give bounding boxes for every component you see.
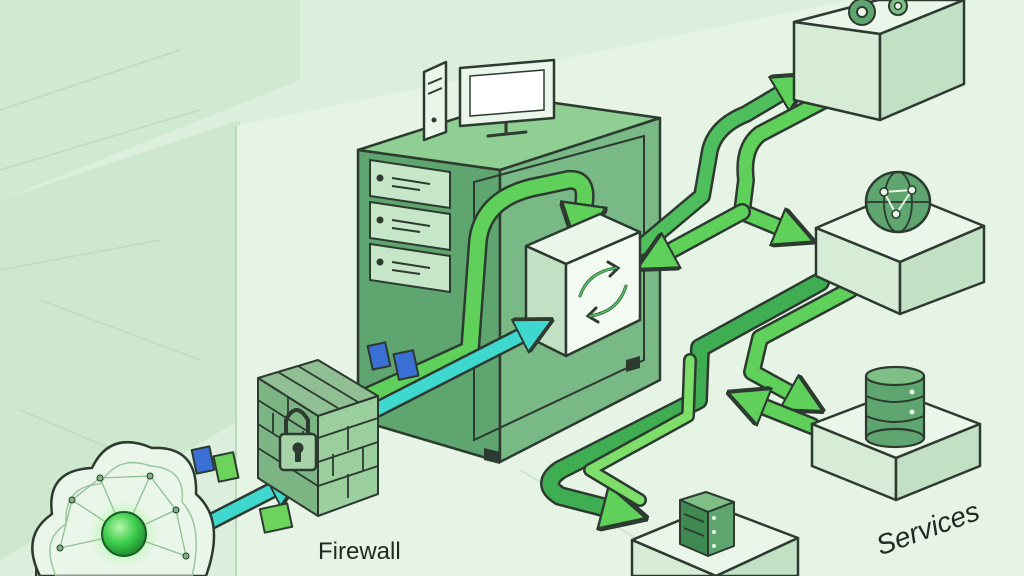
service-box-processing xyxy=(792,0,966,122)
service-box-web xyxy=(814,170,986,316)
brick-firewall-icon xyxy=(257,359,379,517)
service-box-database xyxy=(810,365,982,502)
service-box-storage xyxy=(630,491,800,576)
desktop-computer-icon xyxy=(422,58,556,142)
server-drive-bays xyxy=(369,158,451,294)
padlock-icon xyxy=(278,408,318,472)
cloud-network-icon xyxy=(31,440,216,576)
data-flow-paths xyxy=(350,82,859,514)
globe-network-icon xyxy=(864,170,932,234)
firewall-label: Firewall xyxy=(318,538,401,565)
server-rack-icon xyxy=(679,491,735,557)
database-icon xyxy=(864,365,926,449)
gears-icon xyxy=(848,0,908,26)
network-nodes xyxy=(56,472,190,560)
